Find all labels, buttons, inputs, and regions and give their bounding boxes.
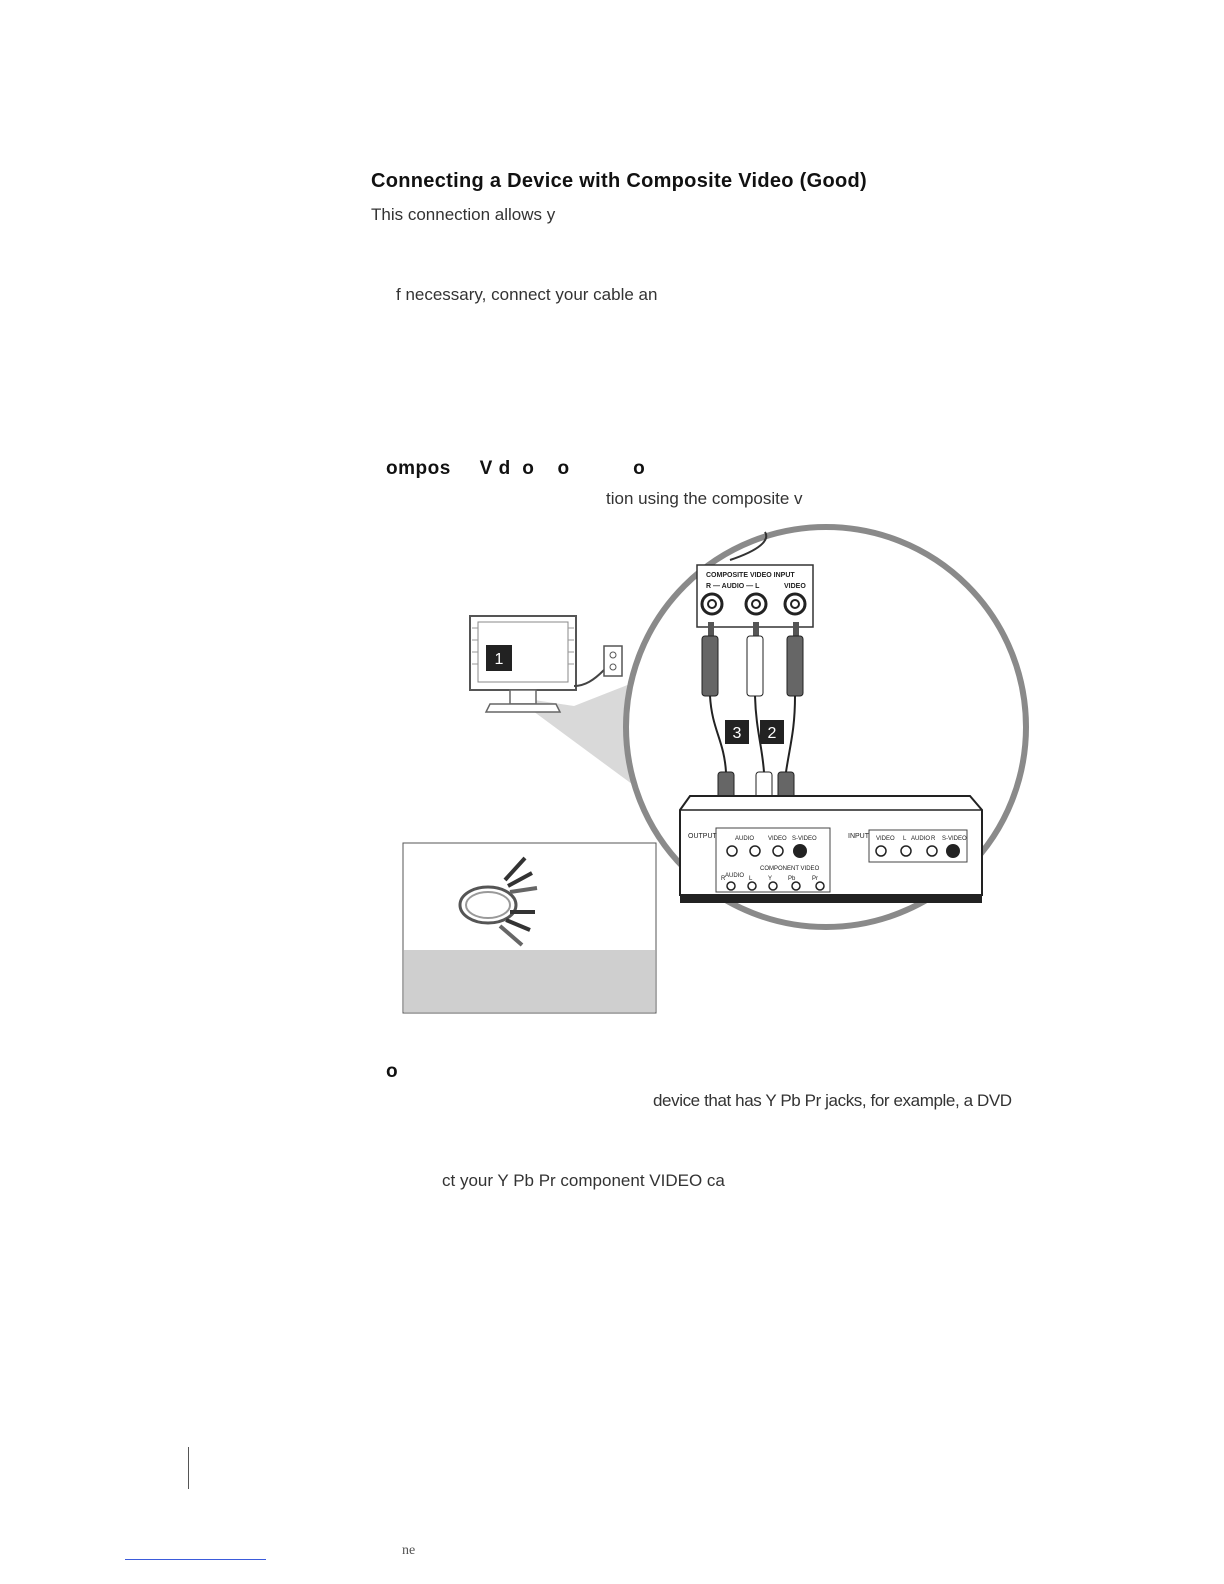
- in-svideo-label: S-VIDEO: [942, 836, 967, 842]
- footer-text: ne: [402, 1543, 416, 1558]
- in-l-label: L: [903, 836, 907, 842]
- step-1-text: f necessary, connect your cable an: [396, 285, 658, 304]
- section-heading-component: o: [386, 1061, 399, 1082]
- in-svideo-jack: [946, 844, 960, 858]
- out-audio-label: AUDIO: [735, 836, 754, 842]
- comp-l-label: L: [749, 876, 753, 882]
- in-r-label: R: [931, 836, 936, 842]
- svideo-jack: [793, 844, 807, 858]
- out-svideo-label: S-VIDEO: [792, 836, 817, 842]
- output-label: OUTPUT: [688, 833, 718, 840]
- comp-pb-label: Pb: [788, 876, 796, 882]
- panel-title: COMPOSITE VIDEO INPUT: [706, 572, 795, 579]
- section-heading-composite: ompos V d o o o: [386, 458, 646, 479]
- callout-1-box: [486, 645, 512, 671]
- wall-outlet: [603, 645, 623, 677]
- upper-plugs: [701, 622, 804, 697]
- cable-bundle-icon: [458, 856, 538, 947]
- comp-audio-label: AUDIO: [725, 873, 744, 879]
- comp-pr-label: Pr: [812, 876, 818, 882]
- tv-illustration: [469, 615, 623, 713]
- component-label: COMPONENT VIDEO: [760, 866, 820, 872]
- panel-audio-label: R — AUDIO — L: [706, 583, 760, 590]
- composite-input-panel: COMPOSITE VIDEO INPUT R — AUDIO — L VIDE…: [696, 531, 814, 628]
- cable-inset: [402, 842, 657, 1014]
- callout-2: 2: [768, 725, 777, 742]
- callout-3-box: [725, 720, 749, 744]
- av-cables: [709, 695, 796, 773]
- panel-video-label: VIDEO: [784, 583, 806, 590]
- comp-r-label: R: [721, 876, 726, 882]
- callout-3: 3: [733, 725, 742, 742]
- in-audio-label: AUDIO: [911, 836, 930, 842]
- in-video-label: VIDEO: [876, 836, 895, 842]
- section-text-component: device that has Y Pb Pr jacks, for examp…: [653, 1091, 1012, 1110]
- footer-rule: [188, 1447, 189, 1489]
- out-video-label: VIDEO: [768, 836, 787, 842]
- page-title: Connecting a Device with Composite Video…: [371, 170, 867, 192]
- callout-1: 1: [495, 651, 504, 668]
- input-label: INPUT: [848, 833, 870, 840]
- callout-2-box: [760, 720, 784, 744]
- step-2-text: ct your Y Pb Pr component VIDEO ca: [442, 1171, 725, 1190]
- footer-link-underline: [125, 1559, 266, 1560]
- comp-y-label: Y: [768, 876, 772, 882]
- intro-text: This connection allows y: [371, 205, 556, 224]
- section-text-composite: tion using the composite v: [606, 489, 803, 508]
- device-back-panel: OUTPUT AUDIO VIDEO S-VIDEO COMPONENT VID…: [679, 795, 983, 903]
